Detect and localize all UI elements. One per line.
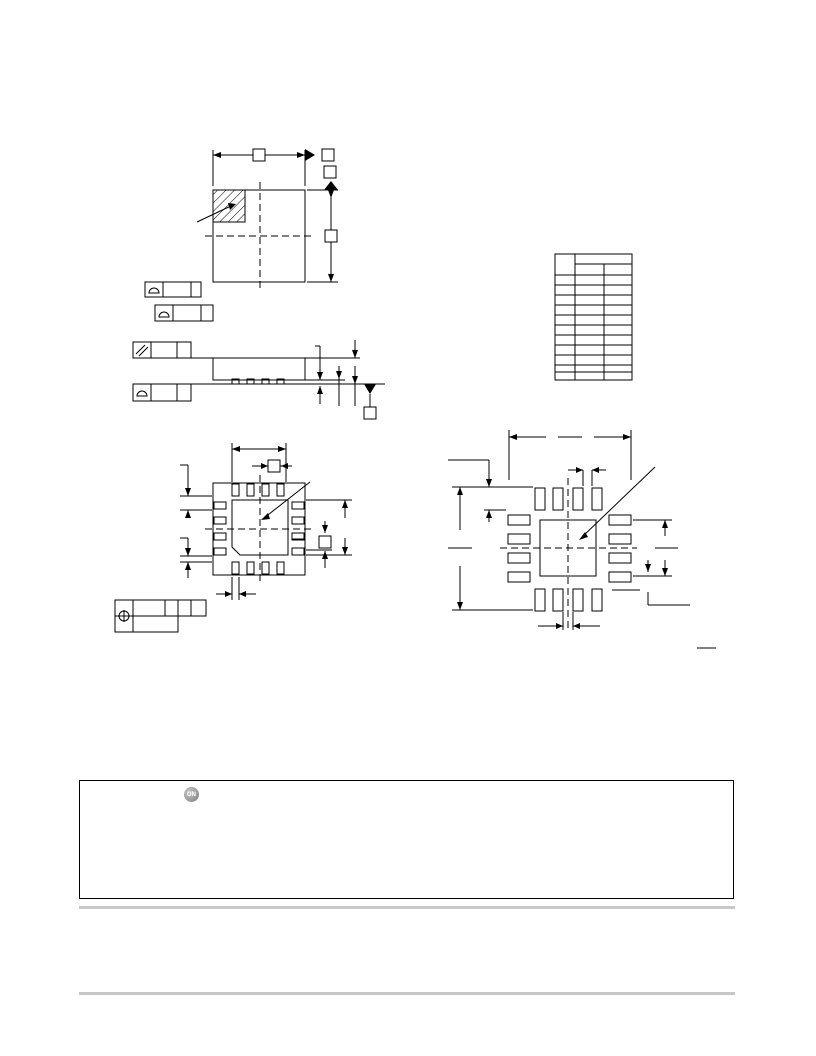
datum-triangle bbox=[364, 384, 376, 394]
feature-control-frame bbox=[114, 599, 207, 633]
datum-box bbox=[363, 406, 377, 420]
feature-control-frame bbox=[154, 304, 214, 322]
side-view bbox=[132, 340, 385, 420]
exposed-pad bbox=[231, 499, 289, 556]
pin1-leader bbox=[196, 204, 234, 223]
datum-box bbox=[324, 229, 338, 243]
package-side-outline bbox=[212, 357, 306, 381]
land-pattern bbox=[448, 430, 716, 649]
datum-triangle bbox=[305, 149, 315, 161]
datum-triangle bbox=[324, 181, 338, 190]
divider-rule bbox=[79, 906, 735, 909]
feature-control-frame bbox=[132, 383, 192, 402]
on-semiconductor-logo: ON bbox=[184, 787, 199, 802]
datum-box bbox=[323, 165, 337, 179]
datum-box bbox=[318, 535, 332, 549]
datum-box bbox=[321, 148, 335, 162]
datum-box bbox=[252, 148, 266, 162]
pin1-hatched-corner bbox=[212, 189, 246, 223]
feature-control-frame bbox=[132, 341, 192, 359]
dimensions-table bbox=[554, 253, 633, 381]
divider-rule bbox=[79, 992, 735, 995]
footer-box bbox=[79, 780, 734, 899]
bottom-view bbox=[114, 443, 352, 633]
feature-control-frame bbox=[144, 281, 202, 298]
datum-box bbox=[267, 459, 281, 473]
top-view bbox=[144, 148, 338, 322]
